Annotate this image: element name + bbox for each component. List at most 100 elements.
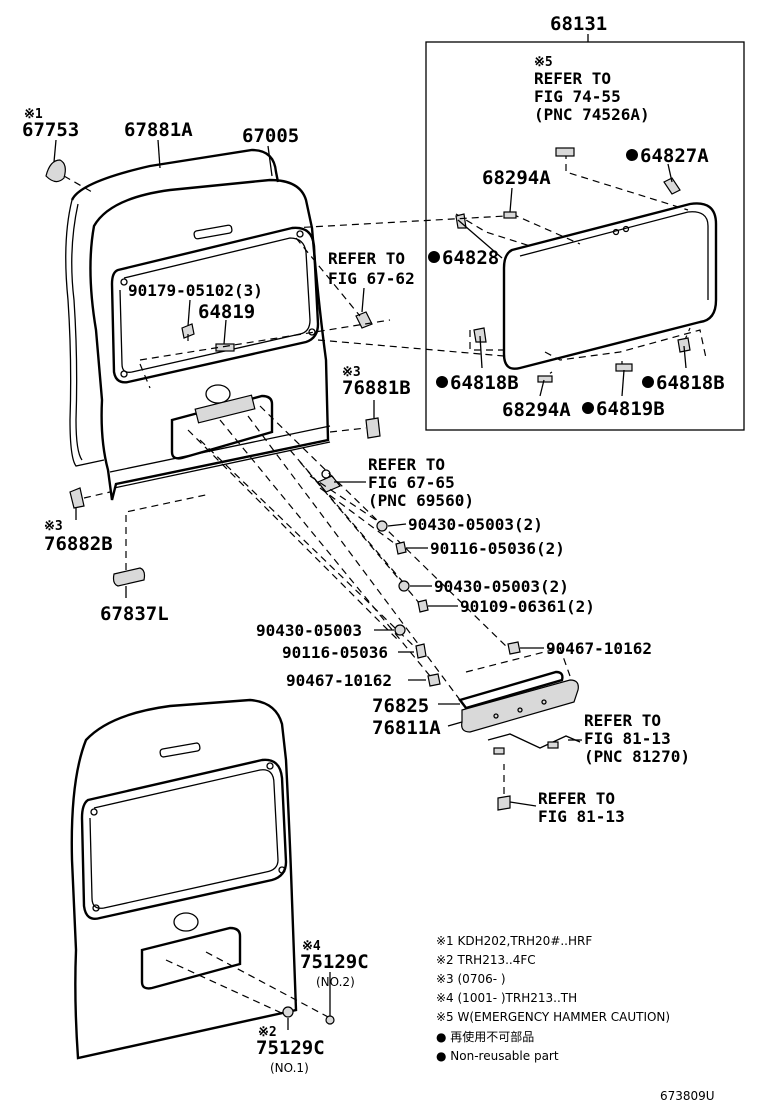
label-64827a: 64827A: [640, 145, 709, 167]
label-refer-8113a-b: FIG 81-13: [584, 729, 671, 748]
label-74526a: [555, 147, 575, 157]
label-64819b: 64819B: [596, 398, 665, 420]
label-no2: (NO.2): [316, 975, 355, 989]
license-recess-lower: [140, 926, 242, 990]
legend-note3: ※3 (0706- ): [436, 972, 506, 986]
clip-64818b-left: [473, 327, 487, 343]
clip-64827a: [663, 177, 681, 195]
glass-inset-box: [425, 34, 745, 431]
label-90467-b: 90467-10162: [286, 671, 392, 690]
label-note5: ※5: [534, 55, 553, 70]
label-90467-a: 90467-10162: [546, 639, 652, 658]
clip-67753: [45, 159, 66, 183]
label-75129c-bottom: 75129C: [256, 1037, 325, 1059]
label-90430-c: 90430-05003: [256, 621, 362, 640]
label-refer-6765-c: (PNC 69560): [368, 491, 474, 510]
label-76881b: 76881B: [342, 377, 411, 399]
nonreusable-dot-64818b-left: [436, 376, 448, 388]
label-68131: 68131: [550, 13, 607, 35]
label-note3a: ※3: [342, 365, 361, 380]
back-door-panel-67005: [89, 178, 330, 501]
inset-frame: [425, 41, 745, 431]
garnish-76811-ghost: [194, 394, 256, 424]
label-64828: 64828: [442, 247, 499, 269]
nonreusable-dot-64827a: [626, 149, 638, 161]
cap-75129c-no1: [282, 1006, 294, 1018]
part-labels: 68131 ※5 REFER TO FIG 74-55 (PNC 74526A)…: [22, 13, 725, 1075]
label-refer-7455-c: (PNC 74526A): [534, 105, 650, 124]
washer-90430-b: [398, 580, 410, 592]
back-door-lower: [70, 698, 335, 1060]
label-76882b: 76882B: [44, 533, 113, 555]
back-door-upper: [45, 148, 581, 811]
label-refer-6762-b: FIG 67-62: [328, 269, 415, 288]
label-90116-a: 90116-05036(2): [430, 539, 565, 558]
nonreusable-dot-64818b-right: [642, 376, 654, 388]
screw-90109: [417, 599, 429, 613]
label-90109: 90109-06361(2): [460, 597, 595, 616]
label-refer-8113b-b: FIG 81-13: [538, 807, 625, 826]
label-no1: (NO.1): [270, 1061, 309, 1075]
label-note2: ※2: [258, 1025, 277, 1040]
handle-67837l: [112, 567, 146, 587]
label-67005: 67005: [242, 125, 299, 147]
nut-90467-b: [427, 673, 441, 687]
legend-note2: ※2 TRH213..4FC: [436, 953, 536, 967]
garnish-76811a: [461, 679, 579, 733]
label-68294a-bottom: 68294A: [502, 399, 571, 421]
label-note4: ※4: [302, 939, 321, 954]
label-64818b-right: 64818B: [656, 372, 725, 394]
legend-note5: ※5 W(EMERGENCY HAMMER CAUTION): [436, 1010, 670, 1024]
label-refer-7455-a: REFER TO: [534, 69, 611, 88]
license-recess: [170, 394, 274, 460]
label-refer-8113b-a: REFER TO: [538, 789, 615, 808]
screw-90116-b: [415, 643, 427, 659]
weatherstrip-67881a: [70, 148, 280, 201]
nonreusable-dot-64828: [428, 251, 440, 263]
window-opening: [110, 226, 320, 384]
bracket-76881b: [365, 417, 381, 439]
label-refer-7455-b: FIG 74-55: [534, 87, 621, 106]
label-refer-8113a-a: REFER TO: [584, 711, 661, 730]
nut-90467-a: [507, 641, 521, 655]
label-90430-b: 90430-05003(2): [434, 577, 569, 596]
label-refer-6765-b: FIG 67-65: [368, 473, 455, 492]
label-90116-b: 90116-05036: [282, 643, 388, 662]
back-door-panel-lower: [70, 698, 298, 1060]
label-90179: 90179-05102(3): [128, 281, 263, 300]
nonreusable-dot-64819b: [582, 402, 594, 414]
label-64819: [215, 343, 235, 352]
label-76811a: 76811A: [372, 717, 441, 739]
legend-nonreusable-en: ● Non-reusable part: [436, 1049, 559, 1063]
label-note3b: ※3: [44, 519, 63, 534]
label-64818b-left: 64818B: [450, 372, 519, 394]
label-refer-6762-a: REFER TO: [328, 249, 405, 268]
label-note1: ※1: [24, 107, 43, 122]
label-refer-6765-a: REFER TO: [368, 455, 445, 474]
license-lamp-harness: [487, 733, 581, 749]
spacer-68294a-top: [503, 211, 517, 219]
label-64819b: [615, 363, 633, 372]
label-64819: 64819: [198, 301, 255, 323]
washer-90430-c: [394, 624, 406, 636]
legend-note4: ※4 (1001- )TRH213..TH: [436, 991, 577, 1005]
cap-75129c-no2: [325, 1015, 335, 1025]
label-67881a: 67881A: [124, 119, 193, 141]
clip-64818b-right: [677, 337, 691, 353]
back-door-glass: [502, 202, 718, 370]
leader-lines: [53, 139, 687, 1030]
screw-90116-a: [395, 541, 407, 555]
bracket-76882b: [69, 487, 85, 509]
label-68294a-top: 68294A: [482, 167, 551, 189]
label-refer-8113a-c: (PNC 81270): [584, 747, 690, 766]
spacer-68294a-bottom: [537, 375, 553, 383]
legend-nonreusable-jp: ● 再使用不可部品: [436, 1029, 534, 1044]
label-76825: 76825: [372, 695, 429, 717]
notes-legend: ※1 KDH202,TRH20#..HRF ※2 TRH213..4FC ※3 …: [436, 934, 670, 1063]
window-opening-lower: [80, 758, 288, 920]
legend-note1: ※1 KDH202,TRH20#..HRF: [436, 934, 592, 948]
label-90430-a: 90430-05003(2): [408, 515, 543, 534]
label-67753: 67753: [22, 119, 79, 141]
garnish-76825: [458, 670, 564, 710]
